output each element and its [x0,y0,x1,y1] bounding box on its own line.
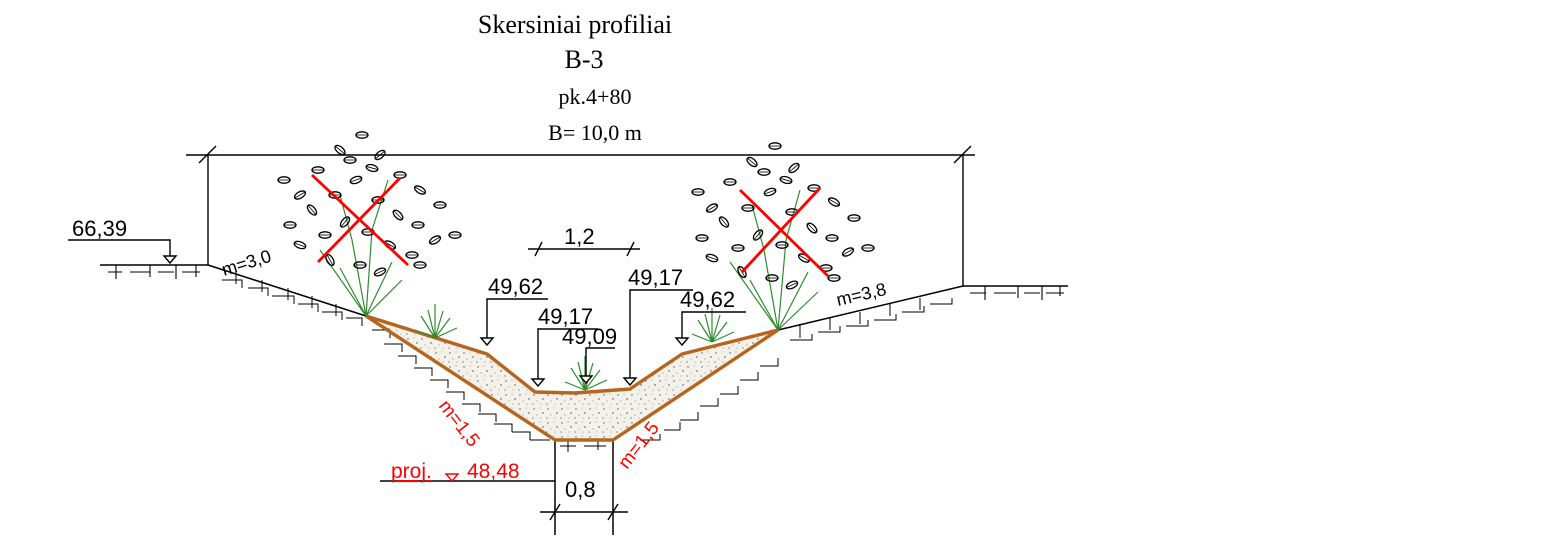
channel-lining [366,316,778,440]
right-slope [777,285,964,341]
title-line-2: B-3 [565,45,604,74]
tree-removed-left-icon [277,131,462,317]
tree-removed-right-icon [691,142,875,331]
title-line-4: B= 10,0 m [548,120,642,145]
left-ground-level: 66,39 [72,216,127,241]
level-left-bottom: 49,17 [538,304,593,329]
title-line-1: Skersiniai profiliai [478,10,672,39]
level-center: 49,09 [562,324,617,349]
inner-width-dimension [528,241,640,257]
bottom-width-dimension [540,503,628,521]
excavation-hatch [372,329,779,535]
level-left-shelf: 49,62 [488,274,543,299]
proj-label: proj. [391,460,432,483]
left-slope [207,264,367,326]
inner-width-label: 1,2 [564,224,595,249]
level-markers [68,239,746,483]
drawing-title: Skersiniai profiliai B-3 pk.4+80 B= 10,0… [478,10,672,145]
level-right-shelf: 49,62 [680,287,735,312]
lining-outline [365,314,779,442]
proj-level: 48,48 [467,460,520,483]
left-slope-label: m=3,0 [219,246,273,280]
bottom-width-label: 0,8 [565,477,596,502]
top-width-dimension [186,145,975,286]
level-right-bottom: 49,17 [628,265,683,290]
title-line-3: pk.4+80 [559,84,632,109]
ground-surface [100,264,1068,300]
